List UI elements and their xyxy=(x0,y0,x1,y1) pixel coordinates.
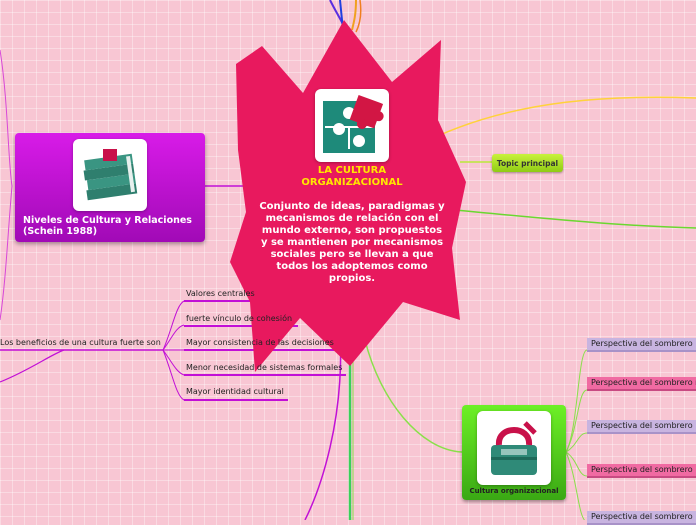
persp-fan-1 xyxy=(565,349,588,453)
beneficio-item-4[interactable]: Menor necesidad de sistemas formales xyxy=(186,363,343,372)
beneficio-item-1[interactable]: Valores centrales xyxy=(186,289,255,298)
persp-fan-2 xyxy=(565,389,588,453)
beneficios-label[interactable]: Los beneficios de una cultura fuerte son xyxy=(0,338,161,347)
perspectiva-item-2[interactable]: Perspectiva del sombrero r xyxy=(587,377,696,391)
books-icon xyxy=(73,139,147,211)
cultura-organizacional-node[interactable]: Cultura organizacional xyxy=(462,405,566,500)
beneficio-item-3[interactable]: Mayor consistencia de las decisiones xyxy=(186,338,334,347)
beneficio-item-2[interactable]: fuerte vínculo de cohesión xyxy=(186,314,293,323)
perspectiva-item-3[interactable]: Perspectiva del sombrero xyxy=(587,420,696,434)
central-starburst xyxy=(230,20,466,372)
fan-5 xyxy=(162,349,185,401)
connector-yellow xyxy=(439,96,696,136)
puzzle-icon xyxy=(315,89,389,162)
perspectiva-item-4[interactable]: Perspectiva del sombrero xyxy=(587,464,696,478)
central-description: Conjunto de ideas, paradigmas y mecanism… xyxy=(259,201,445,284)
persp-fan-3 xyxy=(565,432,588,453)
connector-beneficios-left xyxy=(0,349,65,383)
connector-left-edge xyxy=(0,49,13,321)
briefcase-icon xyxy=(477,411,551,485)
beneficio-item-5[interactable]: Mayor identidad cultural xyxy=(186,387,284,396)
perspectiva-item-1[interactable]: Perspectiva del sombrero xyxy=(587,338,696,352)
connector-green xyxy=(454,209,696,229)
persp-fan-4 xyxy=(565,451,588,477)
fan-2 xyxy=(162,324,185,351)
connector-top-4 xyxy=(355,0,362,33)
fan-1 xyxy=(162,300,185,351)
central-title: LA CULTURA ORGANIZACIONAL xyxy=(301,165,403,188)
perspectiva-item-5[interactable]: Perspectiva del sombrero xyxy=(587,511,696,525)
persp-fan-5 xyxy=(565,451,586,520)
fan-4 xyxy=(162,349,185,376)
niveles-node[interactable]: Niveles de Cultura y Relaciones (Schein … xyxy=(15,133,205,242)
connector-top-3 xyxy=(351,0,357,31)
connector-beneficios xyxy=(304,329,342,520)
cultura-label: Cultura organizacional xyxy=(469,487,559,495)
connector-cultura xyxy=(364,339,463,453)
niveles-label: Niveles de Cultura y Relaciones (Schein … xyxy=(23,215,192,237)
topic-principal-node[interactable]: Topic principal xyxy=(492,154,563,172)
